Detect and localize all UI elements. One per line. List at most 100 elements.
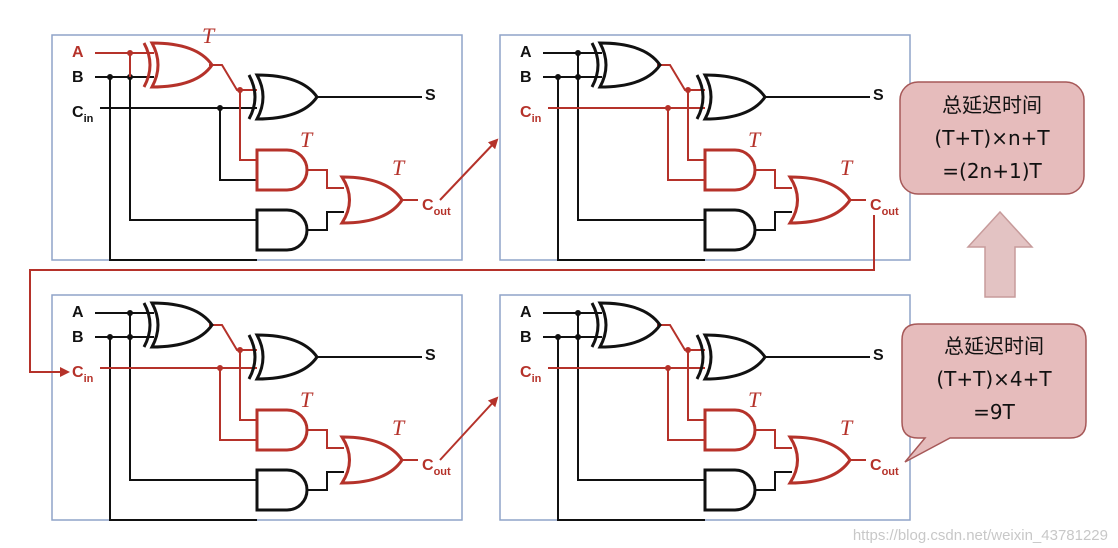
carry-arrow-3-to-4 (439, 396, 499, 461)
junction-a (127, 310, 133, 316)
and-gate-2 (703, 468, 757, 512)
xor-gate-2-back (695, 74, 705, 120)
input-a-label: A (72, 44, 84, 61)
delay-label-or: T (392, 415, 406, 440)
up-arrow-icon (966, 210, 1034, 298)
wire-b (543, 336, 705, 521)
callout-bottom-line1: 总延迟时间 (944, 334, 1044, 358)
wire-xor1-out (657, 324, 705, 421)
full-adder-4: A B Cin S Cout (499, 294, 911, 521)
carry-arrow-2-to-3 (29, 215, 875, 377)
junction-xor1 (237, 347, 243, 353)
wire-and1-out (307, 429, 344, 449)
wire-a (95, 312, 154, 337)
wire-and1-out (755, 169, 792, 189)
junction-a (575, 50, 581, 56)
wire-b (95, 336, 257, 521)
and-gate-1 (703, 408, 757, 452)
wire-and1-out (755, 429, 792, 449)
xor-gate-1-back (590, 302, 600, 348)
wire-b (95, 76, 257, 261)
or-gate (787, 435, 852, 485)
input-b-label: B (520, 329, 532, 346)
wire-and2-out (755, 471, 792, 491)
xor-gate-1-back (142, 42, 152, 88)
wire-and2-out (307, 471, 344, 491)
or-gate (339, 435, 404, 485)
junction-cin (217, 365, 223, 371)
input-cin-label: Cin (520, 364, 542, 385)
xor-gate-2-back (247, 74, 257, 120)
wire-b (543, 76, 705, 261)
delay-label-and: T (748, 387, 762, 412)
wire-and2-out (755, 211, 792, 231)
sum-label: S (873, 347, 884, 364)
xor-gate-1 (149, 41, 214, 89)
xor-gate-1-back (590, 42, 600, 88)
xor-gate-2 (702, 73, 767, 121)
wire-cin (548, 367, 705, 441)
delay-label-and: T (300, 127, 314, 152)
delay-label-or: T (840, 155, 854, 180)
callout-top-line3: =(2n+1)T (942, 159, 1042, 183)
xor-gate-2-back (695, 334, 705, 380)
delay-label-or: T (840, 415, 854, 440)
or-gate (787, 175, 852, 225)
junction-xor1 (685, 87, 691, 93)
callout-top-line1: 总延迟时间 (942, 93, 1042, 117)
and-gate-1 (703, 148, 757, 192)
delay-label-and: T (748, 127, 762, 152)
xor-gate-1 (597, 41, 662, 89)
sum-label: S (873, 87, 884, 104)
and-gate-1 (255, 148, 309, 192)
wire-xor1-out (209, 324, 257, 421)
delay-label-and: T (300, 387, 314, 412)
junction-b (107, 74, 113, 80)
and-gate-1 (255, 408, 309, 452)
cout-label: Cout (422, 197, 451, 218)
cout-label: Cout (870, 457, 899, 478)
full-adder-3: A B Cin S Cout (51, 294, 463, 521)
input-b-label: B (72, 329, 84, 346)
xor-gate-2-back (247, 334, 257, 380)
sum-label: S (425, 87, 436, 104)
callout-bottom-line2: (T+T)×4+T (936, 367, 1052, 391)
carry-arrow-1-to-2 (439, 138, 499, 201)
junction-b (555, 334, 561, 340)
input-cin-label: Cin (72, 364, 94, 385)
or-gate (339, 175, 404, 225)
junction-b (555, 74, 561, 80)
sum-label: S (425, 347, 436, 364)
junction-cin (665, 105, 671, 111)
junction-xor1 (685, 347, 691, 353)
full-adder-1: A B Cin S Cout (51, 23, 463, 261)
wire-a (95, 52, 154, 77)
junction-xor1 (237, 87, 243, 93)
input-b-label: B (520, 69, 532, 86)
callout-top-line2: (T+T)×n+T (934, 126, 1050, 150)
xor-gate-2 (702, 333, 767, 381)
junction-cin (665, 365, 671, 371)
xor-gate-1-back (142, 302, 152, 348)
input-cin-label: Cin (520, 104, 542, 125)
input-a-label: A (520, 44, 532, 61)
delay-label-or: T (392, 155, 406, 180)
callout-bottom: 总延迟时间 (T+T)×4+T =9T (901, 323, 1087, 463)
input-a-label: A (72, 304, 84, 321)
watermark-text: https://blog.csdn.net/weixin_43781229 (853, 527, 1108, 544)
junction-cin (217, 105, 223, 111)
wire-cin (548, 107, 705, 181)
wire-xor1-out (657, 64, 705, 161)
and-gate-2 (255, 468, 309, 512)
full-adder-2: A B Cin S Cout (499, 34, 911, 261)
input-a-label: A (520, 304, 532, 321)
junction-a (127, 50, 133, 56)
callout-top: 总延迟时间 (T+T)×n+T =(2n+1)T (899, 81, 1085, 195)
callout-bottom-line3: =9T (973, 400, 1015, 424)
wire-and2-out (307, 211, 344, 231)
delay-label-xor: T (202, 23, 216, 48)
xor-gate-1 (597, 301, 662, 349)
cout-label: Cout (422, 457, 451, 478)
